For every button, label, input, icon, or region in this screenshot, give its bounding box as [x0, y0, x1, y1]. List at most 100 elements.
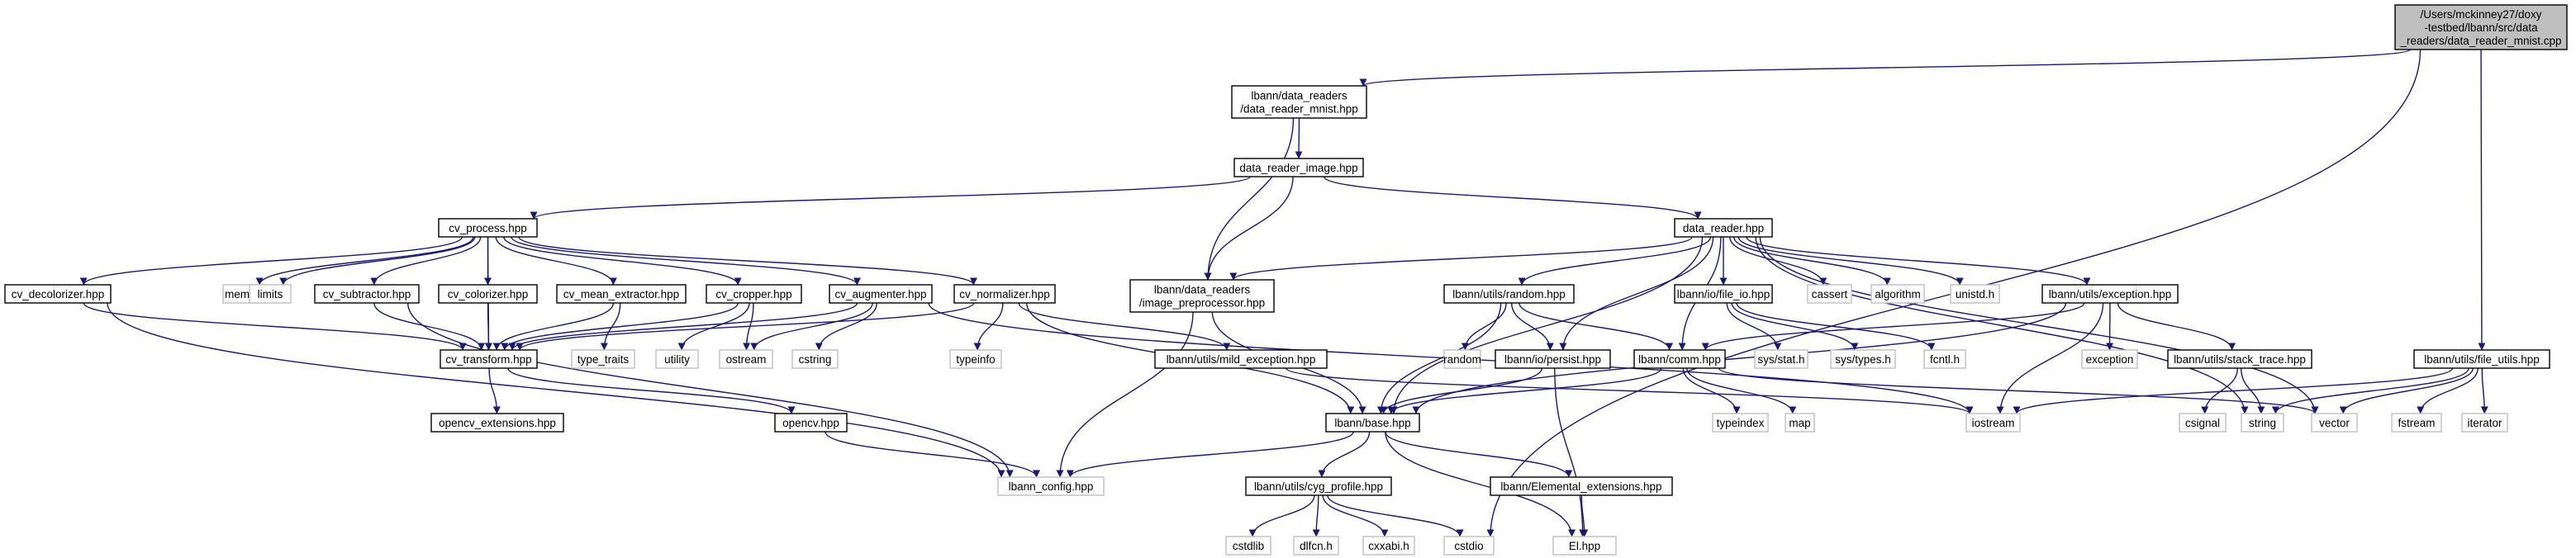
node-label-cxxabi-0: cxxabi.h — [1368, 540, 1409, 552]
node-label-stack_trace-0: lbann/utils/stack_trace.hpp — [2174, 353, 2306, 366]
edge-data_reader-to-exception_hpp — [1746, 236, 2091, 286]
edge-exception_hpp-to-stack_trace — [2117, 302, 2236, 351]
edge-file_io-to-sys_types — [1731, 302, 1859, 351]
node-cstdlib: cstdlib — [1225, 536, 1271, 556]
edge-mild_exc-to-iostream — [1285, 367, 1974, 414]
node-image_prep[interactable]: lbann/data_readers/image_preprocessor.hp… — [1129, 279, 1275, 313]
node-utility: utility — [655, 349, 699, 369]
node-exception_hpp[interactable]: lbann/utils/exception.hpp — [2041, 284, 2179, 304]
node-label-cv_colorizer-0: cv_colorizer.hpp — [448, 288, 529, 300]
node-box-mild_exc — [1154, 349, 1328, 369]
node-label-type_traits-0: type_traits — [577, 353, 630, 366]
node-label-cstring-0: cstring — [799, 353, 832, 366]
node-box-image_prep — [1129, 279, 1275, 313]
node-box-random_ext — [1443, 349, 1481, 369]
node-label-el-0: El.hpp — [1569, 540, 1600, 552]
node-opencv_ext[interactable]: opencv_extensions.hpp — [430, 413, 564, 433]
node-box-opencv_ext — [430, 413, 564, 433]
node-stack_trace[interactable]: lbann/utils/stack_trace.hpp — [2167, 349, 2312, 369]
edge-random-to-comm — [1519, 302, 1674, 351]
nodes-layer: /Users/mckinney27/doxy-testbed/lbann/src… — [4, 4, 2568, 556]
edge-dr_image-to-data_reader — [1324, 176, 1702, 220]
node-random[interactable]: lbann/utils/random.hpp — [1443, 284, 1575, 304]
node-cv_cropper[interactable]: cv_cropper.hpp — [706, 284, 802, 304]
node-label-fcntl-0: fcntl.h — [1930, 353, 1960, 366]
node-label-map-0: map — [1789, 417, 1810, 429]
node-box-dlfcn — [1293, 536, 1339, 556]
node-cv_subtractor[interactable]: cv_subtractor.hpp — [314, 284, 420, 304]
node-iostream: iostream — [1965, 413, 2021, 433]
node-cv_colorizer[interactable]: cv_colorizer.hpp — [438, 284, 538, 304]
node-comm[interactable]: lbann/comm.hpp — [1633, 349, 1726, 369]
node-cv_mean[interactable]: cv_mean_extractor.hpp — [556, 284, 687, 304]
node-box-vector — [2311, 413, 2358, 433]
node-box-csignal — [2179, 413, 2227, 433]
node-dr_image[interactable]: data_reader_image.hpp — [1233, 158, 1364, 177]
node-label-cv_process-0: cv_process.hpp — [449, 222, 527, 234]
edge-exception_hpp-to-iostream — [1996, 302, 2104, 414]
node-box-exception_ext — [2081, 349, 2138, 369]
node-label-image_prep-0: lbann/data_readers — [1154, 284, 1251, 296]
node-label-iostream-0: iostream — [1972, 417, 2015, 429]
node-label-algorithm-0: algorithm — [1875, 288, 1921, 300]
node-label-cyg_profile-0: lbann/utils/cyg_profile.hpp — [1254, 480, 1383, 493]
node-label-root-2: _readers/data_reader_mnist.cpp — [2399, 35, 2561, 47]
node-cv_normalizer[interactable]: cv_normalizer.hpp — [953, 284, 1056, 304]
edge-comm-to-vector — [1718, 367, 2319, 414]
node-vector: vector — [2311, 413, 2358, 433]
node-label-cv_transform-0: cv_transform.hpp — [445, 353, 531, 366]
node-box-sys_types — [1830, 349, 1896, 369]
node-box-stack_trace — [2167, 349, 2312, 369]
node-file_io[interactable]: lbann/io/file_io.hpp — [1674, 284, 1773, 304]
node-typeindex: typeindex — [1712, 413, 1769, 433]
edge-cv_decolorizer-to-lbann_config — [107, 302, 1005, 478]
edge-cv_subtractor-to-lbann_config — [406, 302, 1014, 478]
node-cxxabi: cxxabi.h — [1362, 536, 1415, 556]
node-persist[interactable]: lbann/io/persist.hpp — [1495, 349, 1611, 369]
edge-file_io-to-sys_stat — [1726, 302, 1782, 351]
node-box-iostream — [1965, 413, 2021, 433]
edge-exception_hpp-to-comm — [1701, 302, 2085, 351]
edge-root-to-mnist_hpp — [1359, 49, 2411, 87]
node-label-random_ext-0: random — [1443, 353, 1481, 366]
edge-persist-to-el — [1554, 367, 1587, 537]
node-cyg_profile[interactable]: lbann/utils/cyg_profile.hpp — [1245, 476, 1392, 496]
node-box-data_reader — [1674, 218, 1773, 238]
edge-dr_image-to-cv_process — [530, 176, 1251, 220]
node-label-mnist_hpp-1: /data_reader_mnist.hpp — [1240, 103, 1358, 116]
node-base[interactable]: lbann/base.hpp — [1325, 413, 1420, 433]
node-box-sys_stat — [1754, 349, 1808, 369]
edge-data_reader-to-string — [1755, 236, 2249, 414]
node-box-fcntl — [1923, 349, 1966, 369]
node-cv_process[interactable]: cv_process.hpp — [438, 218, 538, 238]
edge-base-to-el — [1385, 431, 1576, 537]
node-opencv[interactable]: opencv.hpp — [774, 413, 848, 433]
node-dlfcn: dlfcn.h — [1293, 536, 1339, 556]
node-cv_augmenter[interactable]: cv_augmenter.hpp — [829, 284, 933, 304]
node-label-utility-0: utility — [664, 353, 690, 366]
node-fcntl: fcntl.h — [1923, 349, 1966, 369]
node-mnist_hpp[interactable]: lbann/data_readers/data_reader_mnist.hpp — [1231, 85, 1367, 119]
node-root[interactable]: /Users/mckinney27/doxy-testbed/lbann/src… — [2394, 4, 2568, 50]
node-file_utils[interactable]: lbann/utils/file_utils.hpp — [2413, 349, 2550, 369]
node-label-cv_mean-0: cv_mean_extractor.hpp — [563, 288, 679, 300]
node-data_reader[interactable]: data_reader.hpp — [1674, 218, 1773, 238]
node-box-type_traits — [571, 349, 635, 369]
node-string: string — [2241, 413, 2284, 433]
node-cv_transform[interactable]: cv_transform.hpp — [440, 349, 538, 369]
node-label-cv_normalizer-0: cv_normalizer.hpp — [959, 288, 1050, 300]
edge-cv_cropper-to-cv_transform — [501, 302, 739, 351]
node-elemental_ext[interactable]: lbann/Elemental_extensions.hpp — [1490, 476, 1673, 496]
node-box-random — [1443, 284, 1575, 304]
edge-data_reader-to-persist — [1559, 236, 1714, 351]
node-label-exception_ext-0: exception — [2086, 353, 2134, 366]
node-box-unistd — [1950, 284, 2000, 304]
node-cv_decolorizer[interactable]: cv_decolorizer.hpp — [4, 284, 112, 304]
node-box-string — [2241, 413, 2284, 433]
node-mild_exc[interactable]: lbann/utils/mild_exception.hpp — [1154, 349, 1328, 369]
edge-cyg_profile-to-cxxabi — [1322, 494, 1389, 537]
node-label-cv_decolorizer-0: cv_decolorizer.hpp — [12, 288, 105, 300]
edge-cv_process-to-cv_mean — [495, 236, 617, 286]
edge-cyg_profile-to-dlfcn — [1312, 494, 1320, 537]
node-box-cv_normalizer — [953, 284, 1056, 304]
